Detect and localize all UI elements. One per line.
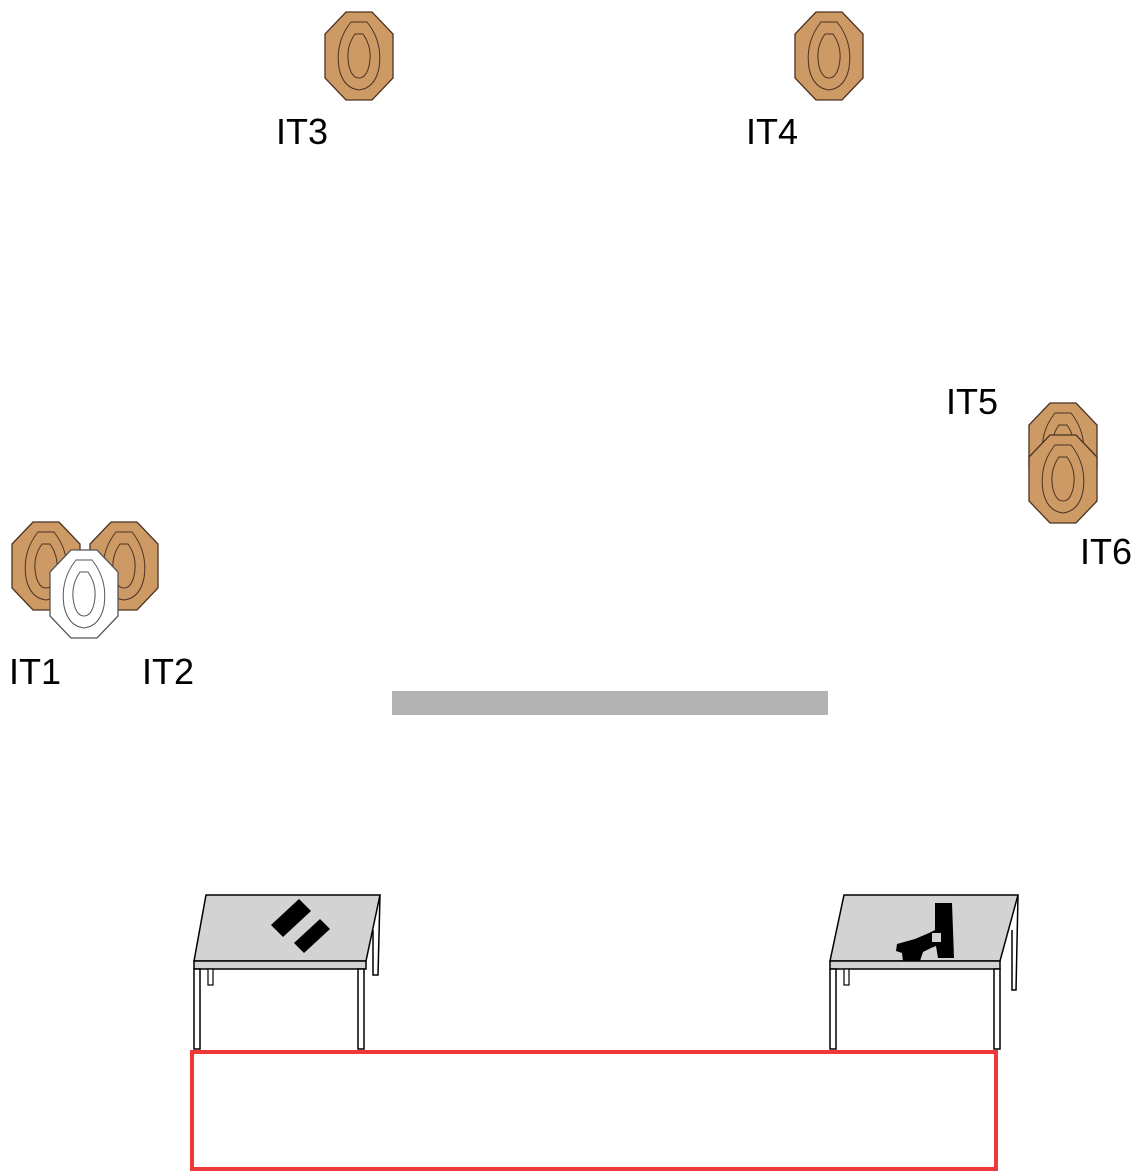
target-label-it5: IT5 bbox=[946, 381, 998, 422]
target-it4 bbox=[794, 11, 864, 101]
left-table bbox=[193, 894, 381, 1050]
target-label-it3: IT3 bbox=[276, 111, 328, 152]
target-label-it1: IT1 bbox=[9, 651, 61, 692]
target-label-it4: IT4 bbox=[746, 111, 798, 152]
no-shoot-target bbox=[49, 549, 119, 639]
target-it3 bbox=[324, 11, 394, 101]
target-label-it2: IT2 bbox=[142, 651, 194, 692]
target-label-it6: IT6 bbox=[1080, 531, 1132, 572]
pistol-icon bbox=[896, 903, 954, 961]
right-table bbox=[829, 894, 1019, 1050]
target-it6 bbox=[1028, 434, 1098, 524]
shooting-area bbox=[190, 1050, 998, 1171]
magazines-icon bbox=[271, 899, 330, 953]
barrier-wall bbox=[392, 691, 828, 715]
